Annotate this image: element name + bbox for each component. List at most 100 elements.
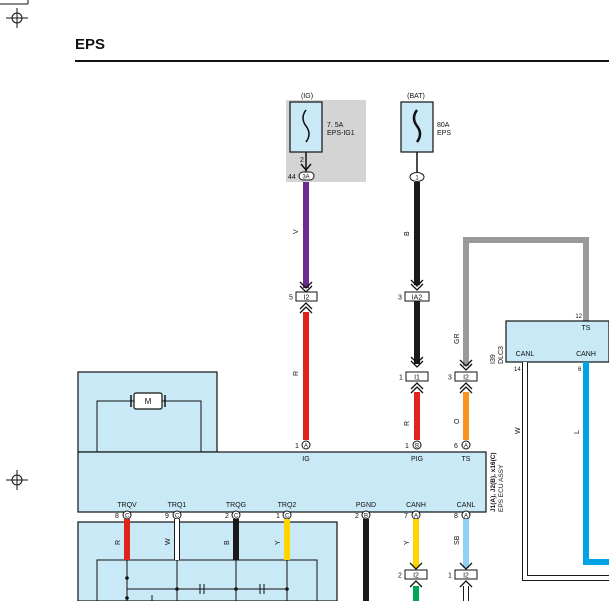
j5-connector	[404, 569, 428, 580]
ecu-pin-trqg-num: 2	[225, 513, 229, 520]
ecu-pin-ig-name: IG	[302, 456, 309, 463]
ecu-pin-canh-name: CANH	[406, 502, 426, 509]
wire-trq2-color: Y	[275, 540, 282, 545]
j3-arrow-down-icon	[410, 382, 424, 394]
j1-connector	[295, 291, 318, 302]
j5-arrow-down-icon	[409, 580, 423, 588]
dlc3-ts-pin: 12	[575, 314, 582, 320]
ecu-pin-trq1-conn: C	[175, 514, 180, 520]
fuse-ig-icon	[302, 109, 310, 143]
wire-trqv-color: R	[115, 540, 122, 545]
j2-label: IA2	[412, 295, 423, 302]
ecu-pin-canl-num: 8	[454, 513, 458, 520]
wire-ig-upper-color: V	[293, 229, 300, 234]
fuse-ig-arrow-icon	[300, 163, 312, 172]
fuse-bat-rating: 80A	[437, 122, 450, 129]
j6-arrow-icon	[459, 562, 473, 570]
ecu-pin-ig: 1 A IG	[295, 440, 311, 463]
j4-label: I2	[463, 375, 469, 382]
ecu-pin-ts-name: TS	[462, 456, 471, 463]
dlc3-name: DLC3	[498, 346, 505, 364]
wire-ts-lower-color: O	[454, 418, 461, 424]
j5-label: I2	[413, 573, 419, 580]
wire-dlc-canh-color: L	[574, 430, 581, 434]
ecu-pin-trqv-name: TRQV	[117, 502, 137, 509]
dlc3-ts-label: TS	[582, 325, 591, 332]
ecu-pin-pig: 1 B PIG	[405, 440, 423, 463]
ecu-pin-trqv-num: 8	[115, 513, 119, 520]
ecu-pin-trq1-num: 9	[165, 513, 169, 520]
ecu-pin-canh: CANH 7 A	[404, 502, 426, 520]
wire-dlc-canl-color: W	[515, 427, 522, 434]
ecu-pin-trq2-conn: C	[285, 514, 290, 520]
j6-arrow-down-icon	[459, 580, 473, 588]
j3-label: I1	[414, 375, 420, 382]
ecu-pin-pig-num: 1	[405, 443, 409, 450]
dlc3-canl-label: CANL	[516, 351, 535, 358]
wire-ts-upper-color: GR	[454, 334, 461, 345]
ecu-pin-trq2-num: 1	[276, 513, 280, 520]
fuse-ig-number: 44	[288, 174, 296, 181]
fuse-bat-pin: 1	[415, 176, 419, 182]
ecu-pin-ts: 6 A TS	[454, 440, 471, 463]
ecu-pin-canh-conn: A	[414, 514, 418, 520]
ecu-pin-trq2-name: TRQ2	[278, 502, 297, 509]
j3-connector	[405, 371, 429, 382]
dlc3-canh-label: CANH	[576, 351, 596, 358]
j1-arrow-down-icon	[299, 302, 313, 314]
ecu-pin-pig-name: PIG	[411, 456, 423, 463]
j6-pin: 1	[448, 573, 452, 580]
ecu-pin-canl-conn: A	[464, 514, 468, 520]
j6-label: I2	[463, 573, 469, 580]
j2-arrow-icon	[410, 279, 424, 291]
ecu-pin-ig-conn: A	[304, 444, 308, 450]
ecu-pin-pgnd-num: 2	[355, 513, 359, 520]
fuse-ig-rating: 7. 5A	[327, 122, 344, 129]
fuse-bat-connector	[409, 172, 425, 182]
title-rule	[75, 60, 609, 62]
page-title: EPS	[75, 36, 106, 53]
j4-arrow-icon	[459, 359, 473, 371]
wire-dlc-canh	[583, 362, 609, 565]
wire-canl-color: SB	[454, 535, 461, 545]
j4-arrow-down-icon	[459, 382, 473, 394]
torque-sensor-junctions	[125, 576, 289, 600]
j1-pin: 5	[289, 295, 293, 302]
motor-label: M	[145, 397, 152, 406]
wire-canh-color: Y	[404, 540, 411, 545]
torque-sensor-frame	[96, 559, 318, 601]
wire-trqg-color: B	[224, 540, 231, 545]
dlc3-canh-pin: 6	[578, 367, 582, 373]
ecu-pin-trqv: TRQV 8 C	[115, 502, 137, 520]
ecu-pin-trq1-name: TRQ1	[168, 502, 187, 509]
j4-connector	[454, 371, 478, 382]
ecu-pin-ig-num: 1	[295, 443, 299, 450]
ecu-sublabel: EPS ECU ASSY	[498, 464, 505, 512]
fuse-bat-name: EPS	[437, 130, 451, 137]
fuse-ig-pin: 2	[300, 157, 304, 164]
wire-dlc-canl	[522, 362, 609, 581]
ecu-pin-trq1: TRQ1 9 C	[165, 502, 186, 520]
torque-sensor-box	[77, 521, 338, 601]
ecu-pin-canl-name: CANL	[457, 502, 476, 509]
ecu-pin-trqv-conn: C	[125, 514, 130, 520]
dlc3-id: I39	[490, 354, 497, 364]
ecu-pin-ts-num: 6	[454, 443, 458, 450]
j5-pin: 2	[398, 573, 402, 580]
fuse-ig-connector	[298, 171, 315, 181]
dlc3-canl-pin: 14	[514, 367, 521, 373]
torque-sensor-circuit	[126, 560, 288, 601]
ecu-pin-ts-conn: A	[464, 444, 468, 450]
fuse-ig-ref: 3A	[302, 175, 309, 181]
ecu-label: J1(A), J2(B), x16(C)	[490, 452, 497, 512]
j4-pin: 3	[448, 375, 452, 382]
fuse-ig-name: EPS-IG1	[327, 130, 355, 137]
fuse-bat-icon	[412, 109, 422, 143]
registration-mark-top	[0, 0, 29, 28]
j2-pin: 3	[398, 295, 402, 302]
wire-ig-lower-color: R	[293, 371, 300, 376]
ecu-pin-pgnd-conn: B	[364, 514, 368, 520]
ecu-pin-trqg-conn: C	[234, 514, 239, 520]
ecu-pin-canh-num: 7	[404, 513, 408, 520]
